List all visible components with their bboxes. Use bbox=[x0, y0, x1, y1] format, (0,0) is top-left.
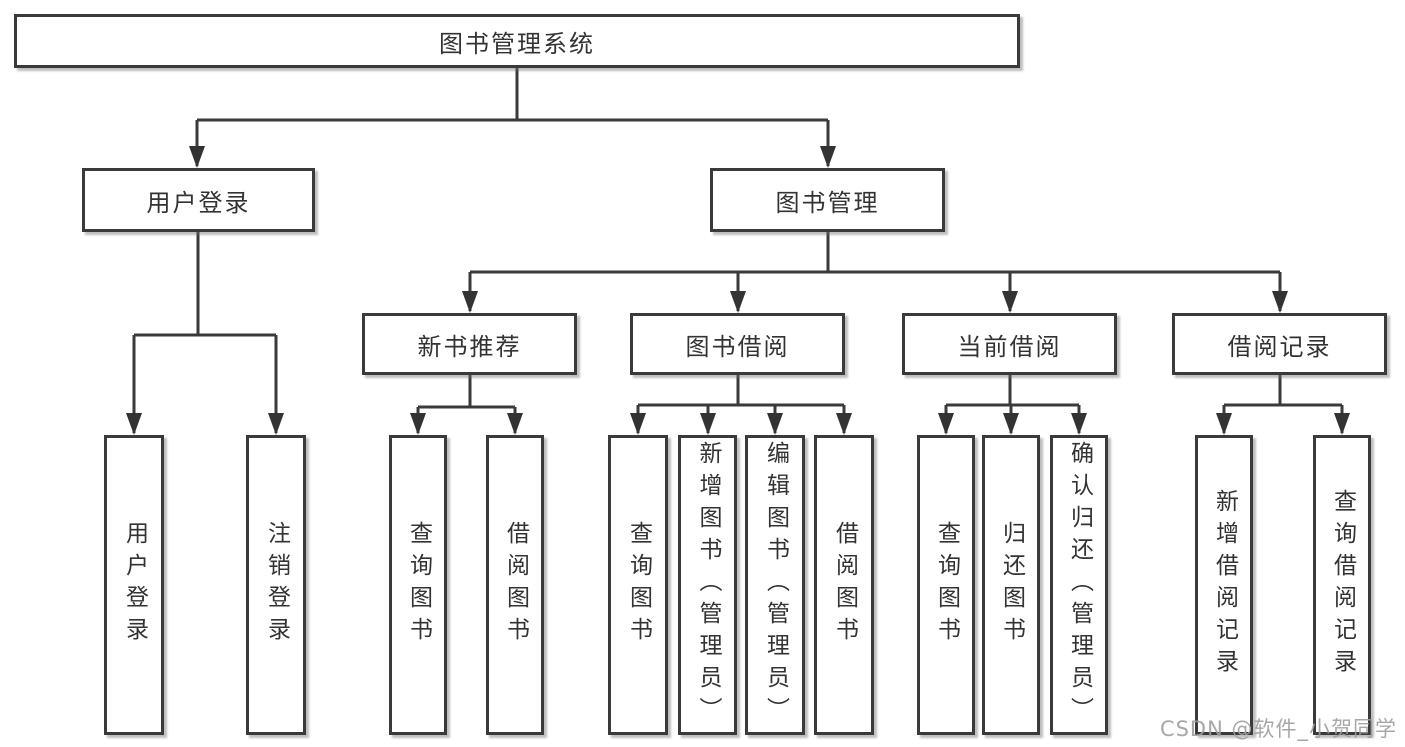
node-user-login-branch: 用户登录 bbox=[82, 168, 315, 232]
leaf-add-books-admin: 新增图书（管理员） bbox=[678, 435, 737, 735]
arrowhead bbox=[507, 413, 523, 435]
arrowhead bbox=[462, 291, 478, 313]
leaf-borrow-books-1: 借阅图书 bbox=[486, 435, 544, 735]
arrowhead bbox=[836, 413, 852, 435]
leaf-query-books-3: 查询图书 bbox=[917, 435, 975, 735]
leaf-return-books: 归还图书 bbox=[982, 435, 1040, 735]
leaf-add-borrow-record: 新增借阅记录 bbox=[1195, 435, 1253, 735]
node-book-borrow: 图书借阅 bbox=[630, 313, 845, 375]
arrowhead bbox=[767, 413, 783, 435]
arrowhead bbox=[268, 413, 284, 435]
node-current-borrow: 当前借阅 bbox=[902, 313, 1117, 375]
arrowhead bbox=[1002, 291, 1018, 313]
arrowhead bbox=[1003, 413, 1019, 435]
leaf-query-borrow-record: 查询借阅记录 bbox=[1313, 435, 1371, 735]
leaf-query-books-2: 查询图书 bbox=[608, 435, 668, 735]
connector-root-to-level2 bbox=[195, 68, 830, 166]
node-book-management-branch: 图书管理 bbox=[710, 168, 945, 232]
leaf-confirm-return-admin: 确认归还（管理员） bbox=[1050, 435, 1108, 735]
connector-borrow-group bbox=[636, 375, 846, 433]
arrowhead bbox=[730, 291, 746, 313]
leaf-query-books-1: 查询图书 bbox=[389, 435, 447, 735]
connector-book-mgmt-to-level3 bbox=[468, 232, 1282, 311]
leaf-borrow-books-2: 借阅图书 bbox=[814, 435, 874, 735]
arrowhead bbox=[126, 413, 142, 435]
node-borrow-records: 借阅记录 bbox=[1172, 313, 1387, 375]
connector-new-books-group bbox=[416, 375, 517, 433]
arrowhead bbox=[820, 146, 836, 168]
csdn-watermark: CSDN @软件_小贺同学 bbox=[1159, 717, 1397, 741]
arrowhead bbox=[938, 413, 954, 435]
arrowhead bbox=[1071, 413, 1087, 435]
leaf-edit-books-admin: 编辑图书（管理员） bbox=[745, 435, 805, 735]
connector-user-login-group bbox=[132, 232, 278, 433]
connector-records-group bbox=[1222, 375, 1344, 433]
node-root-system: 图书管理系统 bbox=[14, 14, 1020, 68]
leaf-user-login: 用户登录 bbox=[104, 435, 164, 735]
arrowhead bbox=[1334, 413, 1350, 435]
arrowhead bbox=[410, 413, 426, 435]
arrowhead bbox=[630, 413, 646, 435]
leaf-logout: 注销登录 bbox=[246, 435, 306, 735]
arrowhead bbox=[189, 146, 205, 168]
arrowhead bbox=[1216, 413, 1232, 435]
arrowhead bbox=[700, 413, 716, 435]
node-new-book-recommend: 新书推荐 bbox=[362, 313, 577, 375]
arrowhead bbox=[1272, 291, 1288, 313]
